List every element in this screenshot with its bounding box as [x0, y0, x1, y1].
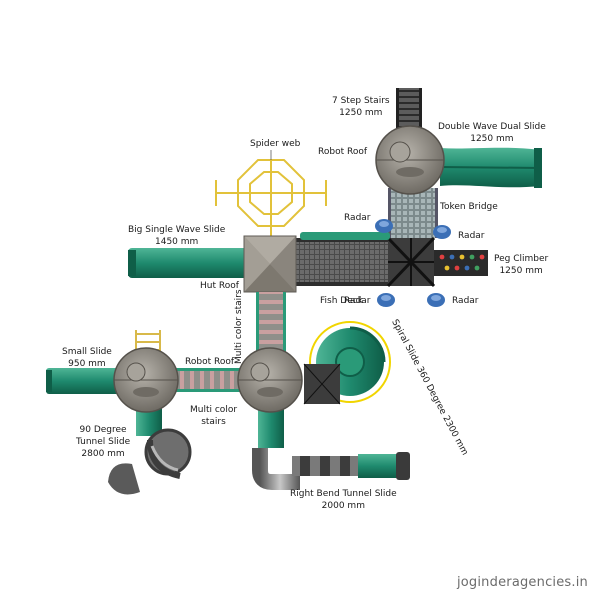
label-big-single-wave-slide: Big Single Wave Slide 1450 mm [128, 225, 226, 247]
hut-roof [243, 235, 297, 293]
label-peg-climber: Peg Climber 1250 mm [494, 254, 549, 276]
label-seven-step-stairs: 7 Step Stairs 1250 mm [332, 96, 390, 118]
multi-color-stairs-horizontal [172, 368, 240, 392]
label-robot-roof-top: Robot Roof [318, 147, 367, 157]
double-wave-dual-slide [439, 147, 542, 188]
robot-roof-tower-mid [237, 347, 303, 413]
peg-climber [434, 250, 488, 276]
label-token-bridge: Token Bridge [440, 202, 498, 212]
robot-roof-tower-small [113, 347, 179, 413]
big-single-wave-slide [128, 248, 250, 278]
label-90-degree-tunnel-slide: 90 Degree Tunnel Slide 2800 mm [76, 425, 131, 459]
label-spider-web: Spider web [250, 139, 301, 149]
label-multi-color-stairs: Multi color stairs [190, 405, 238, 427]
fish-deck [290, 238, 388, 286]
robot-roof-tower-top [375, 125, 445, 195]
label-multi-color-stairs-vertical: Multi color stairs [234, 289, 244, 364]
radar-top-right [433, 225, 451, 239]
label-fish-deck: Fish Deck [320, 296, 363, 306]
small-slide [46, 368, 124, 394]
multi-color-stairs-vertical [256, 292, 286, 352]
radar-top-left [375, 219, 393, 233]
label-radar-4: Radar [452, 296, 479, 306]
label-radar-1: Radar [344, 213, 371, 223]
radar-bottom-right [427, 293, 445, 307]
label-right-bend-tunnel-slide: Right Bend Tunnel Slide 2000 mm [290, 489, 397, 511]
label-hut-roof: Hut Roof [200, 281, 239, 291]
spiral-slide [303, 321, 391, 405]
label-robot-roof-mid: Robot Roof [185, 357, 234, 367]
label-small-slide: Small Slide 950 mm [62, 347, 112, 369]
label-radar-3: Radar [344, 296, 371, 306]
seven-step-stairs [396, 88, 422, 138]
token-bridge [388, 188, 438, 238]
square-deck [386, 236, 436, 288]
label-radar-2: Radar [458, 231, 485, 241]
watermark: joginderagencies.in [456, 575, 588, 590]
deck-rail [300, 232, 390, 240]
label-double-wave-dual-slide: Double Wave Dual Slide 1250 mm [438, 122, 546, 144]
spider-web [215, 159, 327, 238]
radar-bottom-left [377, 293, 395, 307]
right-bend-tunnel-slide [252, 448, 410, 490]
